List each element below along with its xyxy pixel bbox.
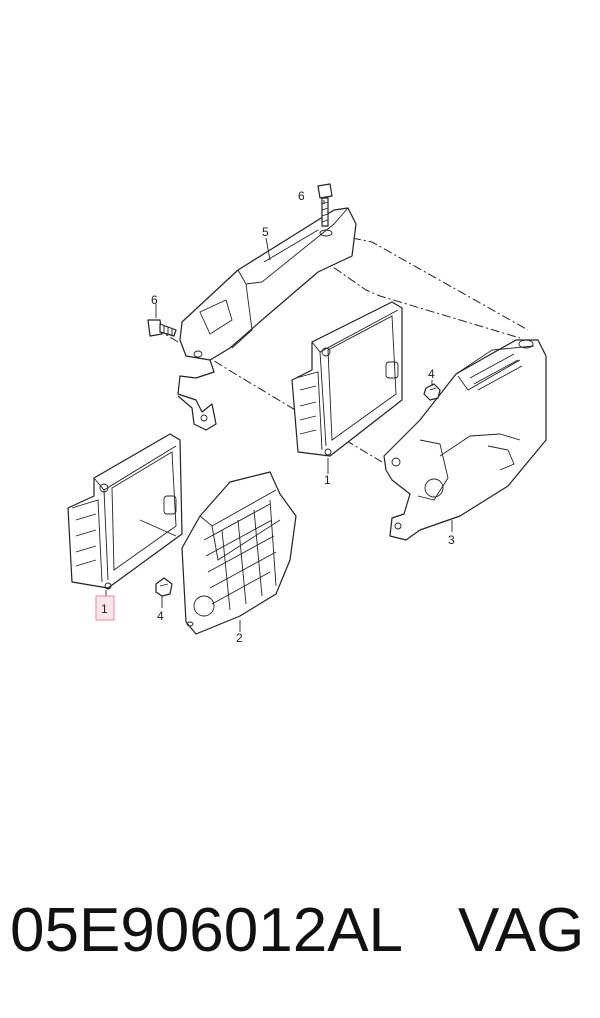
bolt-part-6-top bbox=[317, 183, 333, 227]
part-number: 05E906012AL bbox=[10, 896, 404, 965]
callout-1-front: 1 bbox=[101, 602, 108, 616]
footer: 05E906012AL VAG bbox=[0, 895, 600, 975]
callout-4-right: 4 bbox=[428, 367, 435, 381]
bolt-part-6-left bbox=[147, 319, 177, 337]
callout-6-top: 6 bbox=[298, 189, 305, 203]
leader-lines bbox=[105, 200, 453, 632]
brand-name: VAG bbox=[458, 896, 585, 965]
control-unit-part-1-front bbox=[67, 433, 183, 590]
highlight-box bbox=[95, 595, 115, 621]
control-unit-part-1-rear bbox=[291, 301, 403, 457]
callout-3: 3 bbox=[448, 533, 455, 547]
nut-part-4-right bbox=[423, 383, 441, 401]
nut-part-4-left bbox=[155, 577, 173, 597]
callout-4-left: 4 bbox=[157, 609, 164, 623]
callout-5: 5 bbox=[262, 225, 269, 239]
callout-1-rear: 1 bbox=[324, 473, 331, 487]
bracket-part-5 bbox=[177, 207, 357, 431]
mounting-plate-part-3 bbox=[383, 339, 547, 541]
callout-6-left: 6 bbox=[151, 293, 158, 307]
callout-labels: 6 5 6 1 4 3 4 2 1 bbox=[95, 189, 455, 645]
bracket-part-2 bbox=[181, 471, 297, 635]
callout-2: 2 bbox=[236, 631, 243, 645]
